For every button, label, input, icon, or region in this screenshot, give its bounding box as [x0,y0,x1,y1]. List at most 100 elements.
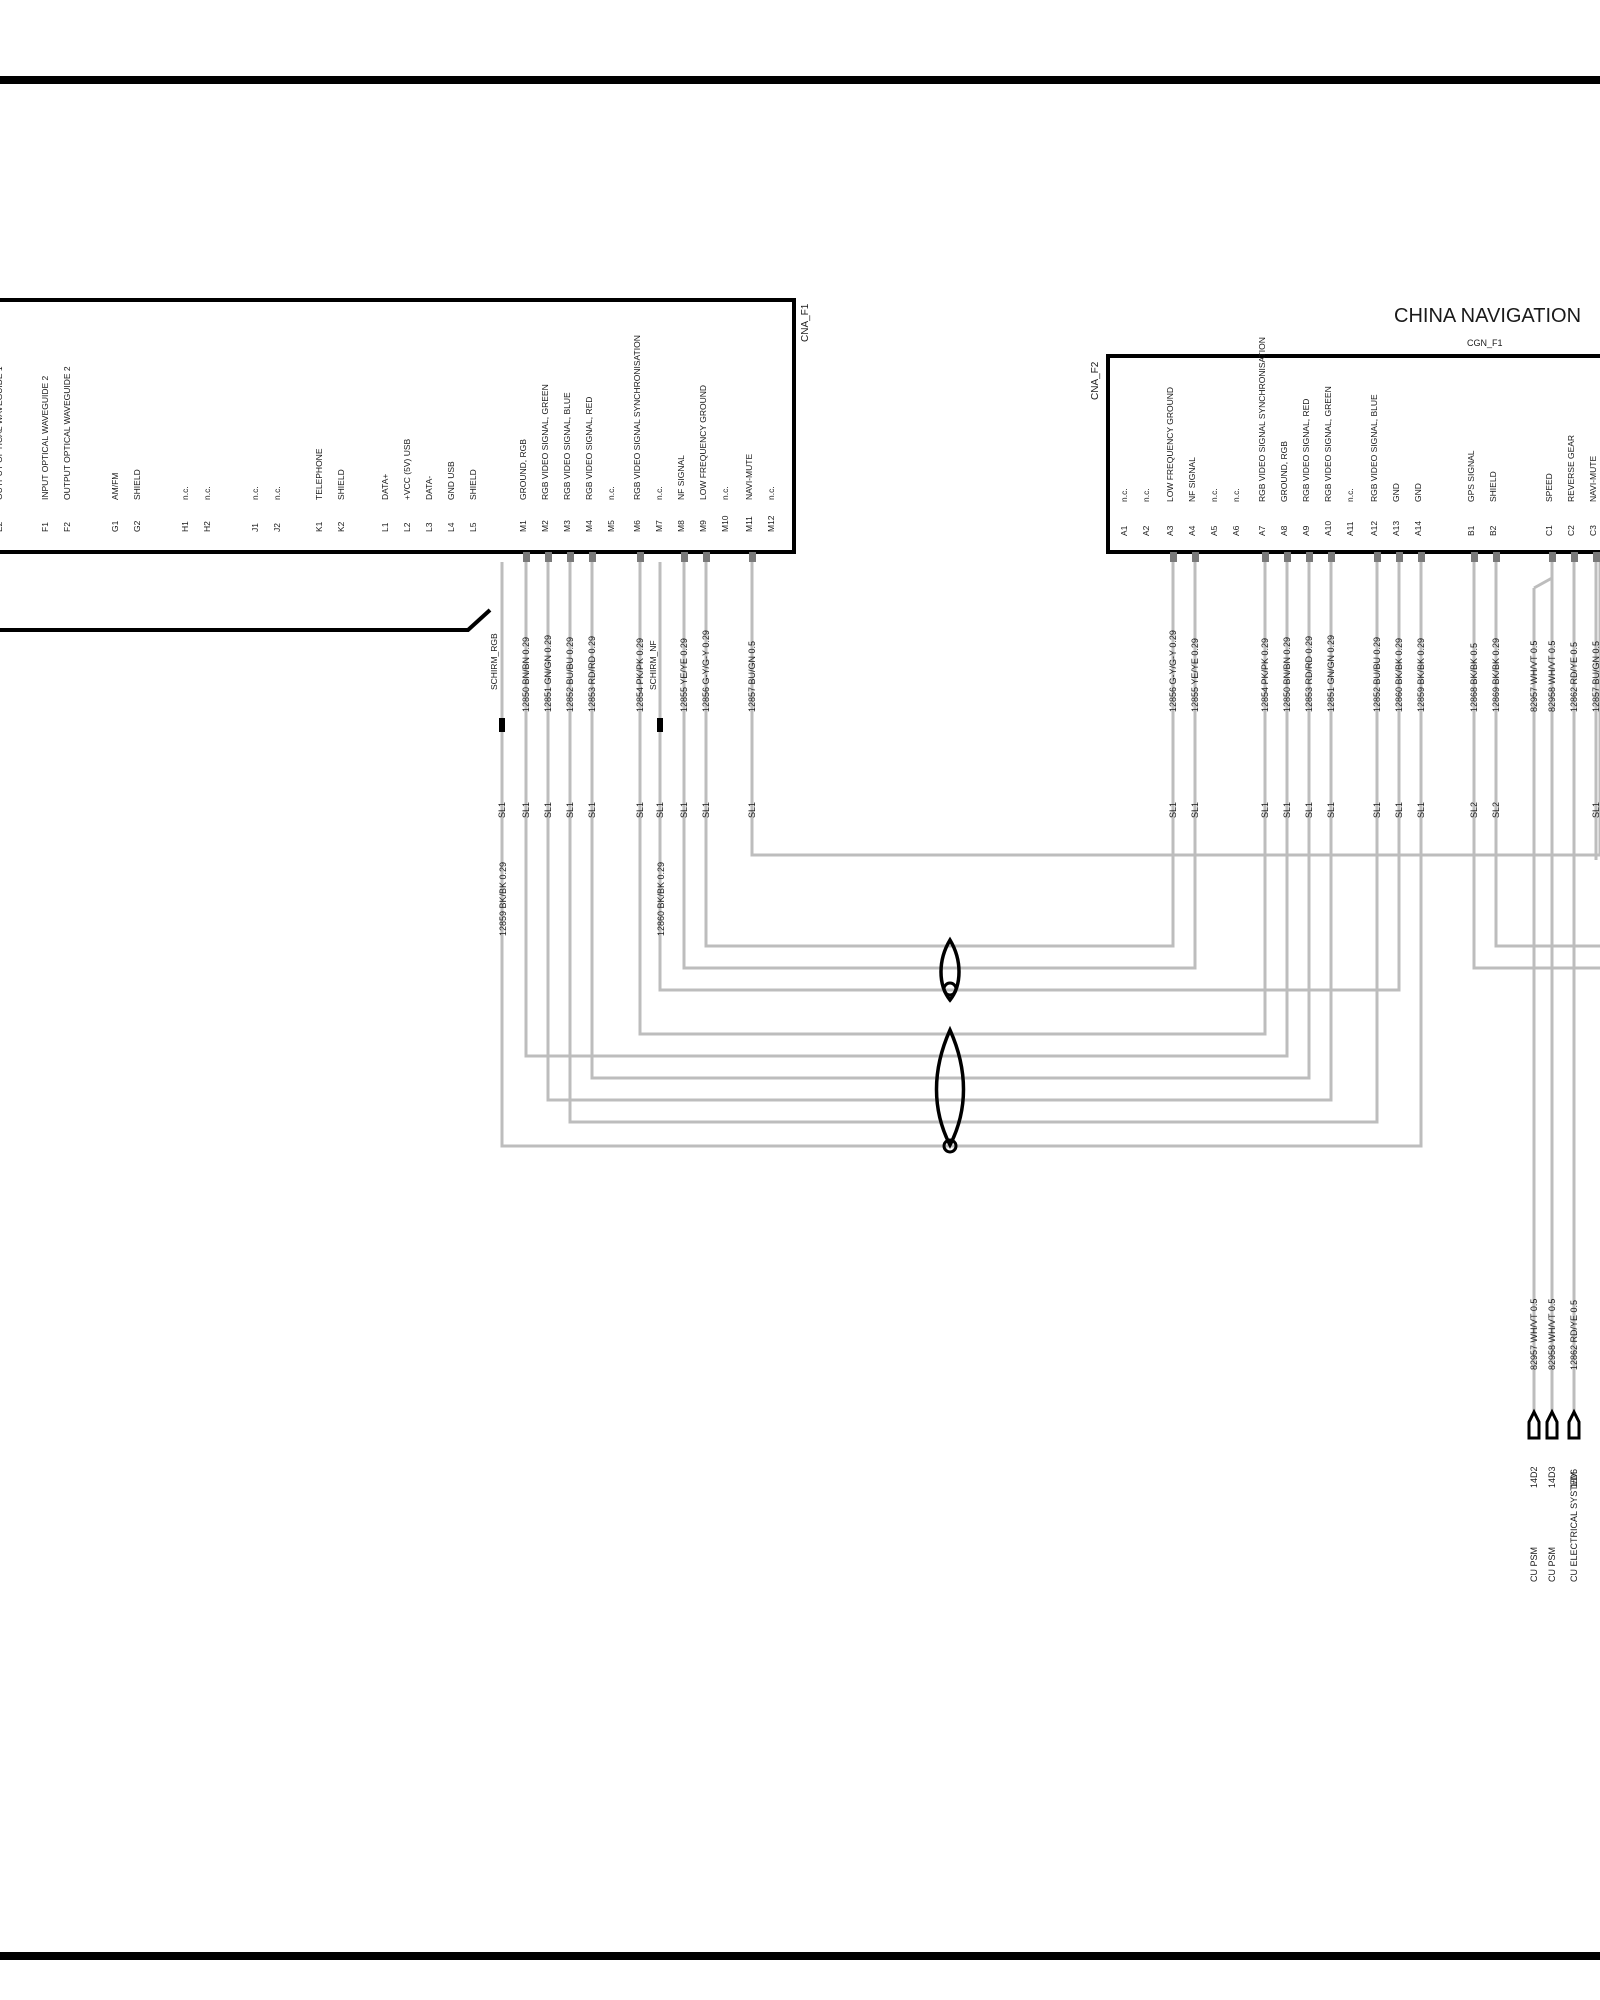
wire-label: 12854 PK/PK 0.29 [1260,638,1270,712]
pin-number: M2 [540,520,550,532]
pin-number: A3 [1165,525,1175,536]
terminal-ref: 14D3 [1547,1466,1557,1488]
pin-number: B2 [1488,525,1498,536]
pin-number: A13 [1391,521,1401,536]
twist-node-upper [942,981,958,997]
pin-description: OUTPUT OPTICAL WAVEGUIDE 1 [0,366,4,500]
pin-stub [523,552,530,562]
pin-description: n.c. [606,486,616,500]
pin-description: GND [1413,483,1423,502]
pin-description: NF SIGNAL [676,455,686,500]
shield-name: SCHIRM_NF [648,640,658,690]
wire-label: 12862 RD/YE 0.5 [1569,642,1579,712]
shield-drain-rgb [499,718,505,732]
pin-description: NAVI-MUTE [744,454,754,500]
sl-label: SL1 [1416,802,1426,818]
pin-number: K1 [314,521,324,532]
pin-number: A6 [1231,525,1241,536]
wire-label: 12851 GN/GN 0.29 [1326,635,1336,712]
wire-label: 12853 RD/RD 0.29 [587,636,597,712]
pin-number: L1 [380,522,390,532]
pin-number: M11 [744,516,754,532]
pin-stub [1262,552,1269,562]
pin-description: NAVI-MUTE [1588,456,1598,502]
wire-label: 12853 RD/RD 0.29 [1304,636,1314,712]
terminal-dest: CU PSM [1547,1547,1557,1582]
pin-number: A4 [1187,525,1197,536]
pin-number: A14 [1413,521,1423,536]
pin-stub [637,552,644,562]
pin-description: n.c. [720,486,730,500]
pin-number: B1 [1466,525,1476,536]
wire-run [682,562,1197,970]
pin-number: C2 [1566,525,1576,536]
pin-number: M3 [562,520,572,532]
pin-description: OUTPUT OPTICAL WAVEGUIDE 2 [62,366,72,500]
pin-number: F2 [62,522,72,532]
pin-description: TELEPHONE [314,448,324,500]
left-bracket-line [0,608,492,632]
pin-stub [1396,552,1403,562]
wire-run-b1 [1472,562,1600,970]
wire-label: 82957 WH/VT 0.5 [1529,641,1539,712]
pin-number: A9 [1301,525,1311,536]
pin-stub [1374,552,1381,562]
pin-description: RGB VIDEO SIGNAL, GREEN [1323,386,1333,502]
sl-label: SL1 [655,802,665,818]
sl-label: SL1 [1394,802,1404,818]
sl-label: SL1 [701,802,711,818]
pin-number: L4 [446,522,456,532]
pin-description: DATA+ [380,474,390,500]
shield-wire-label: 12860 BK/BK 0.29 [656,862,666,936]
shield-name: SCHIRM_RGB [489,633,499,690]
twisted-pair-mark-lower [934,1025,966,1149]
wire-label: 12852 BU/BU 0.29 [565,637,575,712]
wire-label: 12855 YE/YE 0.29 [679,638,689,712]
pin-number: M9 [698,520,708,532]
lower-wire-label: 12862 RD/YE 0.5 [1569,1300,1579,1370]
pin-stub [1418,552,1425,562]
wire-run [704,562,1175,948]
pin-number: A1 [1119,525,1129,536]
wire-label: 12850 BN/BN 0.29 [521,637,531,712]
pin-number: M10 [720,515,730,532]
wire-run [524,562,1289,1058]
pin-description: SPEED [1544,473,1554,502]
sl-label: SL1 [1304,802,1314,818]
pin-description: SHIELD [1488,471,1498,502]
pin-number: J2 [272,523,282,532]
pin-stub [1192,552,1199,562]
lower-wire-label: 82958 WH/VT 0.5 [1547,1299,1557,1370]
pin-number: L2 [402,522,412,532]
pin-description: RGB VIDEO SIGNAL SYNCHRONISATION [632,335,642,500]
sub-connector-name: CGN_F1 [1467,338,1503,348]
lower-wire-label: 82957 WH/VT 0.5 [1529,1299,1539,1370]
pin-number: M8 [676,520,686,532]
pin-number: G1 [110,520,120,532]
wire-label: 12855 YE/YE 0.29 [1190,638,1200,712]
pin-description: n.c. [1119,488,1129,502]
diagram-title: CHINA NAVIGATION [1394,305,1581,327]
sl-label: SL1 [1260,802,1270,818]
pin-stub [703,552,710,562]
terminal-symbol [1527,1408,1541,1440]
pin-description: LOW FREQUENCY GROUND [698,385,708,500]
pin-number: A10 [1323,521,1333,536]
pin-description: n.c. [202,486,212,500]
sl-label: SL1 [587,802,597,818]
pin-number: M5 [606,520,616,532]
wire-label: 12854 PK/PK 0.29 [635,638,645,712]
terminal-dest: CU PSM [1529,1547,1539,1582]
connector-right-name: CNA_F2 [1090,361,1101,400]
wire-run [750,562,1600,857]
pin-description: +VCC (5V) USB [402,439,412,500]
pin-description: RGB VIDEO SIGNAL, GREEN [540,384,550,500]
pin-description: n.c. [766,486,776,500]
terminal-symbol [1567,1408,1581,1440]
pin-stub [1170,552,1177,562]
pin-description: AM/FM [110,473,120,500]
pin-number: K2 [336,521,346,532]
pin-description: GROUND, RGB [518,439,528,500]
pin-number: M12 [766,515,776,532]
